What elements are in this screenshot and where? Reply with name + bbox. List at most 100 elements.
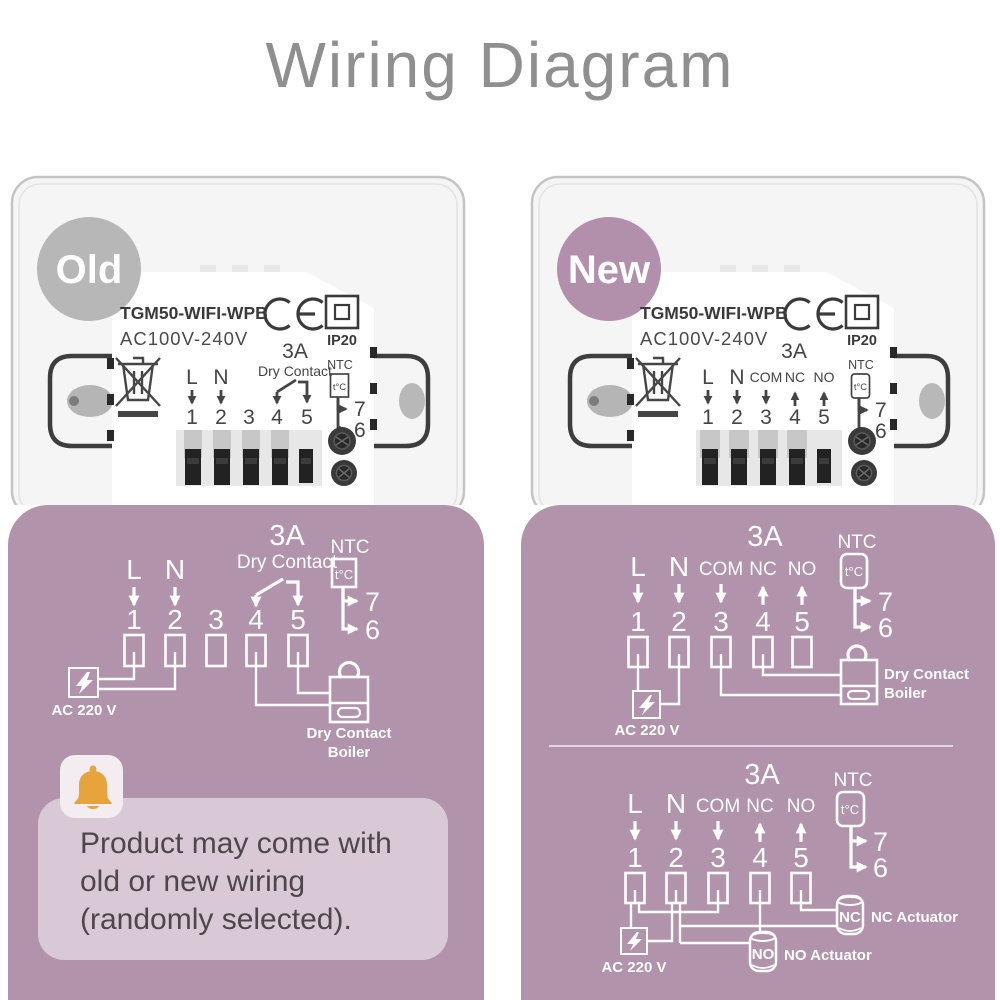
terminal-label-2: 2 — [671, 606, 687, 637]
terminal-boxes — [627, 635, 813, 669]
terminal-label-n: N — [666, 788, 686, 819]
ntc-label: NTC — [330, 537, 369, 558]
terminal-label-5: 5 — [301, 406, 313, 429]
ce-mark-icon — [783, 297, 844, 331]
voltage-label: AC100V-240V — [640, 328, 768, 349]
terminal-label-l: L — [627, 788, 643, 819]
boiler-label-line2: Boiler — [328, 744, 371, 761]
page-title: Wiring Diagram — [265, 29, 735, 101]
amp-rating-label: 3A — [269, 520, 305, 552]
bell-icon — [74, 765, 112, 810]
terminal-label-l: L — [702, 366, 714, 389]
left-mounting-wing — [47, 353, 120, 449]
nc-actuator-tag: NC — [839, 909, 861, 926]
model-label: TGM50-WIFI-WPB — [640, 303, 788, 323]
terminal-label-3: 3 — [713, 606, 729, 637]
terminal-label-no: NO — [814, 369, 835, 385]
temp-probe-box — [850, 373, 871, 399]
new-wiring-boiler-schematic: 3A NTC t°C 7 6 L N COM NC NO 1 2 — [614, 521, 969, 739]
voltage-label: AC100V-240V — [120, 328, 248, 349]
terminal-label-2: 2 — [731, 406, 743, 429]
terminal-label-6: 6 — [365, 615, 380, 645]
terminal-label-2: 2 — [668, 842, 684, 873]
terminal-boxes — [123, 633, 309, 668]
terminal-block — [696, 430, 842, 486]
note-line-2: old or new wiring — [80, 865, 306, 898]
terminal-label-nc: NC — [785, 369, 805, 385]
terminal-label-com: COM — [750, 369, 783, 385]
terminal-label-4: 4 — [271, 406, 283, 429]
spring-clips — [627, 347, 897, 441]
ntc-label: NTC — [837, 532, 876, 553]
no-actuator-label: NO Actuator — [784, 947, 872, 964]
ip20-icon — [324, 294, 360, 330]
power-label: AC 220 V — [601, 959, 666, 976]
terminal-label-5: 5 — [290, 604, 306, 635]
terminal-label-l: L — [126, 554, 142, 585]
terminal-label-2: 2 — [167, 604, 183, 635]
fixing-screws — [328, 427, 357, 486]
terminal-label-6: 6 — [873, 853, 888, 883]
ntc-label: NTC — [833, 770, 872, 791]
right-mounting-wing — [880, 353, 951, 449]
terminal-label-7: 7 — [365, 587, 380, 617]
wire-to-6 — [849, 826, 868, 873]
terminal-label-4: 4 — [752, 842, 768, 873]
wire-to-6 — [853, 588, 872, 633]
terminal-label-n: N — [165, 554, 185, 585]
terminal-label-6: 6 — [875, 420, 887, 443]
ip20-label: IP20 — [847, 333, 877, 349]
terminal-label-7: 7 — [878, 587, 893, 617]
model-label: TGM50-WIFI-WPB — [120, 303, 268, 323]
boiler-icon — [839, 644, 879, 706]
new-wiring-panel: 3A NTC t°C 7 6 L N COM NC NO 1 2 — [521, 505, 995, 1000]
dry-contact-label: Dry Contact — [258, 363, 332, 379]
temp-probe-label: t°C — [845, 564, 863, 579]
terminal-label-1: 1 — [630, 606, 646, 637]
terminal-label-4: 4 — [248, 604, 264, 635]
ce-mark-icon — [263, 297, 324, 331]
boiler-icon — [328, 660, 370, 724]
note-box: Product may come with old or new wiring … — [38, 798, 448, 960]
terminal-label-no: NO — [788, 559, 817, 580]
right-mounting-wing — [360, 353, 431, 449]
new-wiring-actuator-schematic: 3A NTC t°C 7 6 L N COM NC NO 1 2 — [601, 759, 958, 976]
terminal-label-com: COM — [699, 559, 743, 580]
note-line-3: (randomly selected). — [80, 903, 352, 936]
spring-clips — [107, 347, 377, 441]
temp-probe-label: t°C — [333, 382, 346, 393]
ntc-label: NTC — [848, 358, 874, 372]
terminal-label-7: 7 — [873, 827, 888, 857]
terminal-label-n: N — [729, 366, 744, 389]
wires — [636, 667, 841, 706]
temp-probe-box — [329, 373, 350, 398]
note-text: Product may come with old or new wiring … — [38, 798, 448, 939]
terminal-label-nc: NC — [749, 559, 776, 580]
ip20-label: IP20 — [327, 333, 357, 349]
dry-contact-switch-symbol — [272, 378, 312, 405]
power-label: AC 220 V — [51, 702, 116, 719]
terminal-label-3: 3 — [710, 842, 726, 873]
temp-probe-label: t°C — [841, 802, 859, 817]
new-wiring-schematics: 3A NTC t°C 7 6 L N COM NC NO 1 2 — [549, 521, 969, 976]
terminal-block — [176, 430, 322, 486]
ntc-label: NTC — [327, 358, 353, 372]
temp-probe-label: t°C — [854, 382, 867, 393]
old-badge — [37, 217, 141, 321]
terminal-label-7: 7 — [354, 398, 366, 421]
terminal-label-1: 1 — [627, 842, 643, 873]
terminal-label-l: L — [186, 366, 198, 389]
boiler-label-line1: Dry Contact — [306, 725, 391, 742]
terminal-boxes — [624, 871, 812, 905]
amp-rating-label: 3A — [781, 340, 807, 363]
terminal-label-4: 4 — [789, 406, 801, 429]
amp-rating-label: 3A — [282, 340, 308, 363]
no-actuator-tag: NO — [752, 946, 775, 963]
power-label: AC 220 V — [614, 722, 679, 739]
old-badge-label: Old — [56, 248, 123, 292]
terminal-label-nc: NC — [746, 796, 773, 817]
terminal-label-5: 5 — [818, 406, 830, 429]
boiler-label-line1: Dry Contact — [884, 666, 969, 683]
weee-bin-icon — [115, 356, 161, 417]
